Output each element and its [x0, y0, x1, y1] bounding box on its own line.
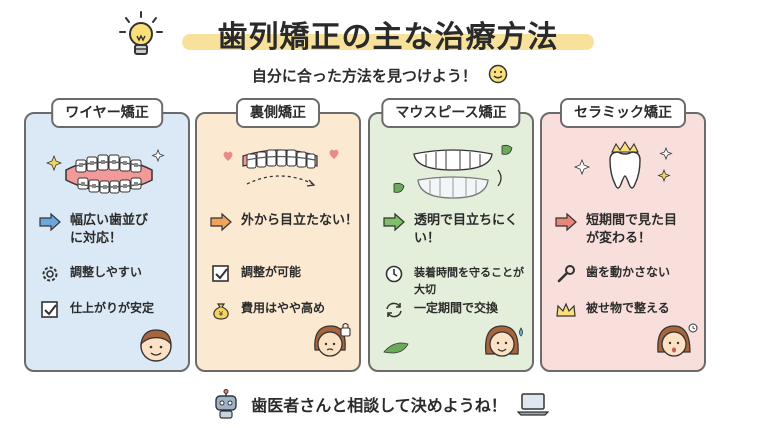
card-title: 裏側矯正 [236, 98, 320, 128]
svg-text:¥: ¥ [219, 310, 224, 318]
feature-3: 一定期間で交換 [382, 300, 532, 320]
feature-2-text: 装着時間を守ることが大切 [414, 266, 524, 296]
page-title: 歯列矯正の主な治療方法 [217, 20, 559, 55]
braces-teeth-illustration [46, 148, 165, 194]
feature-main: 外から目立たない！ [209, 212, 359, 232]
checkbox-icon [41, 301, 58, 318]
arrow-right-icon [383, 212, 405, 232]
refresh-icon [386, 302, 402, 318]
card-title: セラミック矯正 [560, 98, 686, 128]
boy-smiling-icon [140, 329, 172, 362]
woman-smiling-icon [484, 325, 523, 357]
footer: 歯医者さんと相談して決めようね！ [200, 388, 560, 420]
arrow-right-icon [210, 212, 232, 232]
laptop-icon [516, 393, 549, 416]
feature-main-text: 外から目立たない！ [241, 213, 359, 228]
light-bulb-icon [119, 11, 163, 55]
arrow-right-icon [39, 212, 61, 232]
feature-3: 被せ物で整える [554, 300, 704, 320]
leaf-icon [383, 342, 409, 354]
checkbox-icon [212, 265, 229, 282]
ceramic-tooth-illustration [573, 140, 673, 189]
feature-2-text: 歯を動かさない [586, 265, 671, 279]
feature-3-text: 被せ物で整える [586, 301, 670, 315]
woman-thinking-icon [314, 322, 351, 357]
card-title: マウスピース矯正 [381, 98, 521, 128]
feature-3-text: 一定期間で交換 [414, 301, 499, 315]
feature-3-text: 費用はやや高め [241, 301, 326, 315]
feature-main-text: 幅広い歯並びに対応！ [70, 213, 149, 246]
feature-main-text: 透明で目立ちにくい！ [414, 213, 518, 246]
card-lingual-braces: 裏側矯正 外から目立たない！ 調整が可能 ¥ 費用はやや高め [195, 98, 361, 372]
aligner-illustration [393, 144, 513, 199]
card-ceramic: セラミック矯正 短期間で見た目が変わる！ 歯を動かさない 被せ物で整える [540, 98, 706, 372]
crown-icon [556, 302, 576, 317]
feature-2: 調整しやすい [38, 264, 188, 284]
footer-text: 歯医者さんと相談して決めようね！ [251, 396, 507, 415]
feature-main: 透明で目立ちにくい！ [382, 212, 532, 248]
arrow-right-icon [555, 212, 577, 232]
subtitle-text: 自分に合った方法を見つけよう！ [251, 67, 477, 85]
feature-main-text: 短期間で見た目が変わる！ [586, 213, 678, 246]
girl-surprised-icon [657, 323, 698, 357]
feature-2: 歯を動かさない [554, 264, 704, 284]
clock-icon [385, 265, 403, 283]
card-aligner: マウスピース矯正 透明で目立ちにくい！ 装着時間を守ることが大切 一定期間で交換 [368, 98, 534, 372]
feature-3: 仕上がりが安定 [38, 300, 188, 320]
card-title: ワイヤー矯正 [51, 98, 163, 128]
money-bag-icon: ¥ [213, 303, 229, 320]
title-highlight [182, 34, 594, 50]
title-area: 歯列矯正の主な治療方法 [178, 10, 598, 56]
subtitle: 自分に合った方法を見つけよう！ [180, 64, 580, 86]
feature-3: ¥ 費用はやや高め [209, 300, 359, 320]
feature-2: 調整が可能 [209, 264, 359, 284]
feature-2: 装着時間を守ることが大切 [382, 264, 532, 298]
smile-icon [488, 64, 508, 84]
lingual-braces-illustration [223, 149, 339, 187]
feature-2-text: 調整しやすい [70, 265, 142, 279]
gear-icon [42, 266, 58, 282]
feature-3-text: 仕上がりが安定 [70, 301, 155, 315]
card-wire-braces: ワイヤー矯正 幅広い歯並びに対応！ 調整しやすい 仕上がりが安定 [24, 98, 190, 372]
feature-main: 短期間で見た目が変わる！ [554, 212, 704, 248]
wrench-icon [557, 265, 575, 283]
robot-icon [215, 389, 237, 419]
feature-2-text: 調整が可能 [241, 265, 302, 279]
feature-main: 幅広い歯並びに対応！ [38, 212, 188, 248]
